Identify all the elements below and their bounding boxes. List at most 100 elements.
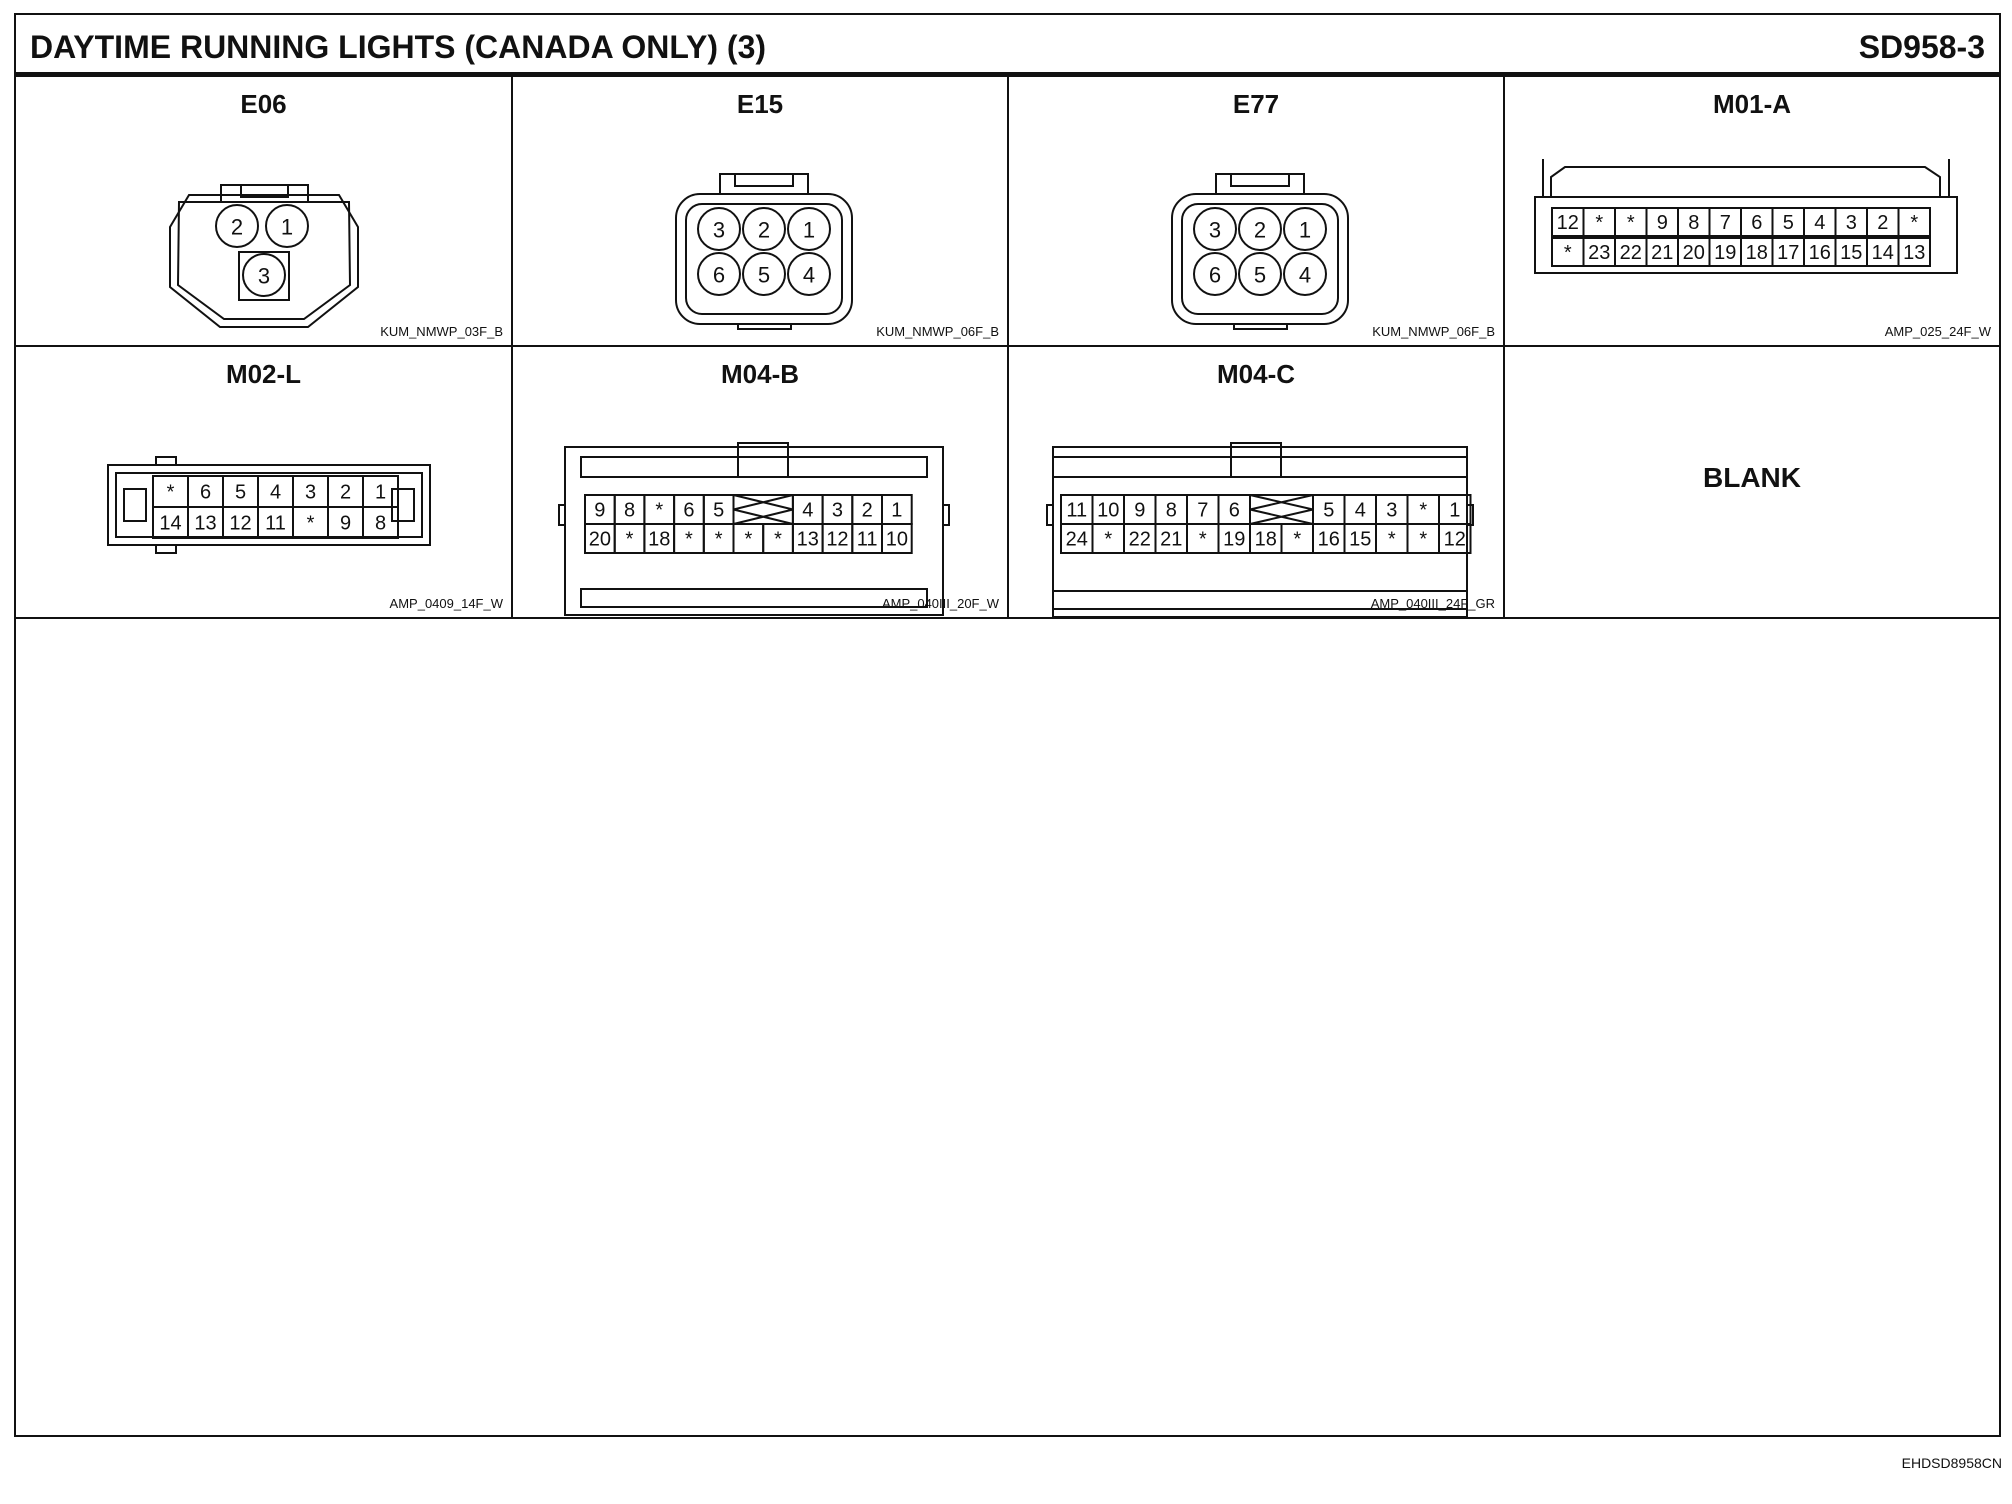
- connector-outline: [1542, 159, 1950, 198]
- connector-type: KUM_NMWP_03F_B: [380, 324, 503, 339]
- pin-label: 6: [1751, 212, 1762, 234]
- pin-label: 1: [803, 218, 815, 243]
- connector-name: E15: [736, 89, 784, 119]
- blocked-cavity-cross: [733, 494, 794, 525]
- pin-label: 8: [375, 513, 386, 535]
- pin-label: *: [1910, 212, 1918, 234]
- pin-label: 5: [758, 263, 770, 288]
- connector-rail: [1052, 456, 1468, 478]
- pin-label: 8: [1166, 500, 1177, 522]
- pin-label: 16: [1809, 242, 1831, 264]
- pin-label: 3: [1209, 218, 1221, 243]
- connector-name: M02-L: [225, 359, 302, 389]
- connector-outline: [1171, 193, 1349, 325]
- pin-label: 3: [713, 218, 725, 243]
- pin-label: *: [626, 529, 634, 551]
- pin-label: 9: [1657, 212, 1668, 234]
- pin-label: 3: [1846, 212, 1857, 234]
- pin-label: 7: [1197, 500, 1208, 522]
- pin-label: 7: [1720, 212, 1731, 234]
- connector-type: AMP_040III_20F_W: [881, 596, 999, 611]
- pin-label: *: [1564, 242, 1572, 264]
- pin-label: 21: [1651, 242, 1673, 264]
- connector-outline: [1052, 446, 1468, 618]
- pin-label: 5: [235, 482, 246, 504]
- pin-label: 13: [1903, 242, 1925, 264]
- pin-circle: [742, 252, 786, 296]
- connector-outline: [675, 193, 853, 325]
- pin-label: 15: [1349, 529, 1371, 551]
- connector-lock: [719, 173, 809, 194]
- blocked-cavity-cross: [1249, 494, 1314, 525]
- pin-label: 9: [340, 513, 351, 535]
- pin-label: 12: [229, 513, 251, 535]
- pin-label: 21: [1160, 529, 1182, 551]
- pin-label: 1: [1449, 500, 1460, 522]
- connector-outline: [1534, 196, 1958, 274]
- pin-label: 2: [758, 218, 770, 243]
- pin-circle: [215, 204, 259, 248]
- connector-name: E77: [1232, 89, 1280, 119]
- pin-circle: [1283, 252, 1327, 296]
- connector-name: M04-C: [1216, 359, 1295, 389]
- pin-label: *: [1104, 529, 1112, 551]
- connector-outline: [176, 201, 352, 320]
- pin-label: 18: [1255, 529, 1277, 551]
- connector-name: M01-A: [1712, 89, 1791, 119]
- blank-label: BLANK: [1703, 462, 1801, 493]
- pin-label: 18: [1746, 242, 1768, 264]
- connector-outline: [107, 464, 431, 546]
- pin-label: 1: [1299, 218, 1311, 243]
- pin-cell: [881, 523, 913, 554]
- connector-type: AMP_025_24F_W: [1884, 324, 1991, 339]
- connector-lock: [220, 184, 309, 202]
- pin-cell: [1897, 237, 1931, 267]
- pin-label: 14: [159, 513, 181, 535]
- pin-circle: [742, 207, 786, 251]
- blocked-cavity: [732, 494, 794, 525]
- pin-label: 4: [802, 500, 813, 522]
- pin-label: 3: [832, 500, 843, 522]
- pin-label: 19: [1223, 529, 1245, 551]
- pin-label: 10: [1097, 500, 1119, 522]
- header-bar: DAYTIME RUNNING LIGHTS (CANADA ONLY) (3)…: [16, 15, 1999, 77]
- pin-label: 12: [1557, 212, 1579, 234]
- pin-circle: [697, 252, 741, 296]
- connector-key: [558, 504, 566, 526]
- pin-label: 13: [797, 529, 819, 551]
- connector-latch: [123, 488, 147, 522]
- connector-lock: [1215, 173, 1305, 194]
- connector-type: KUM_NMWP_06F_B: [1372, 324, 1495, 339]
- diagram-code: SD958-3: [1858, 29, 1985, 65]
- connector-name: M04-B: [720, 359, 799, 389]
- pin-label: 6: [713, 263, 725, 288]
- connector-outline: [685, 203, 843, 315]
- pin-label: 6: [200, 482, 211, 504]
- pin-label: 1: [281, 215, 293, 240]
- pin-label: *: [1199, 529, 1207, 551]
- pin-cell: [1438, 523, 1472, 554]
- connector-outline: [1181, 203, 1339, 315]
- connector-rail: [1052, 590, 1468, 610]
- pin-label: 12: [826, 529, 848, 551]
- pin-label: 22: [1620, 242, 1642, 264]
- pin-circle: [1193, 207, 1237, 251]
- connector-lock: [1230, 442, 1282, 478]
- pin-label: 4: [1299, 263, 1311, 288]
- pin-label: 1: [375, 482, 386, 504]
- blocked-cavity: [1249, 494, 1314, 525]
- pin-label: 10: [886, 529, 908, 551]
- diagram-frame: DAYTIME RUNNING LIGHTS (CANADA ONLY) (3)…: [14, 13, 2001, 1437]
- connector-key: [155, 456, 177, 554]
- pin-cell: [1897, 207, 1931, 237]
